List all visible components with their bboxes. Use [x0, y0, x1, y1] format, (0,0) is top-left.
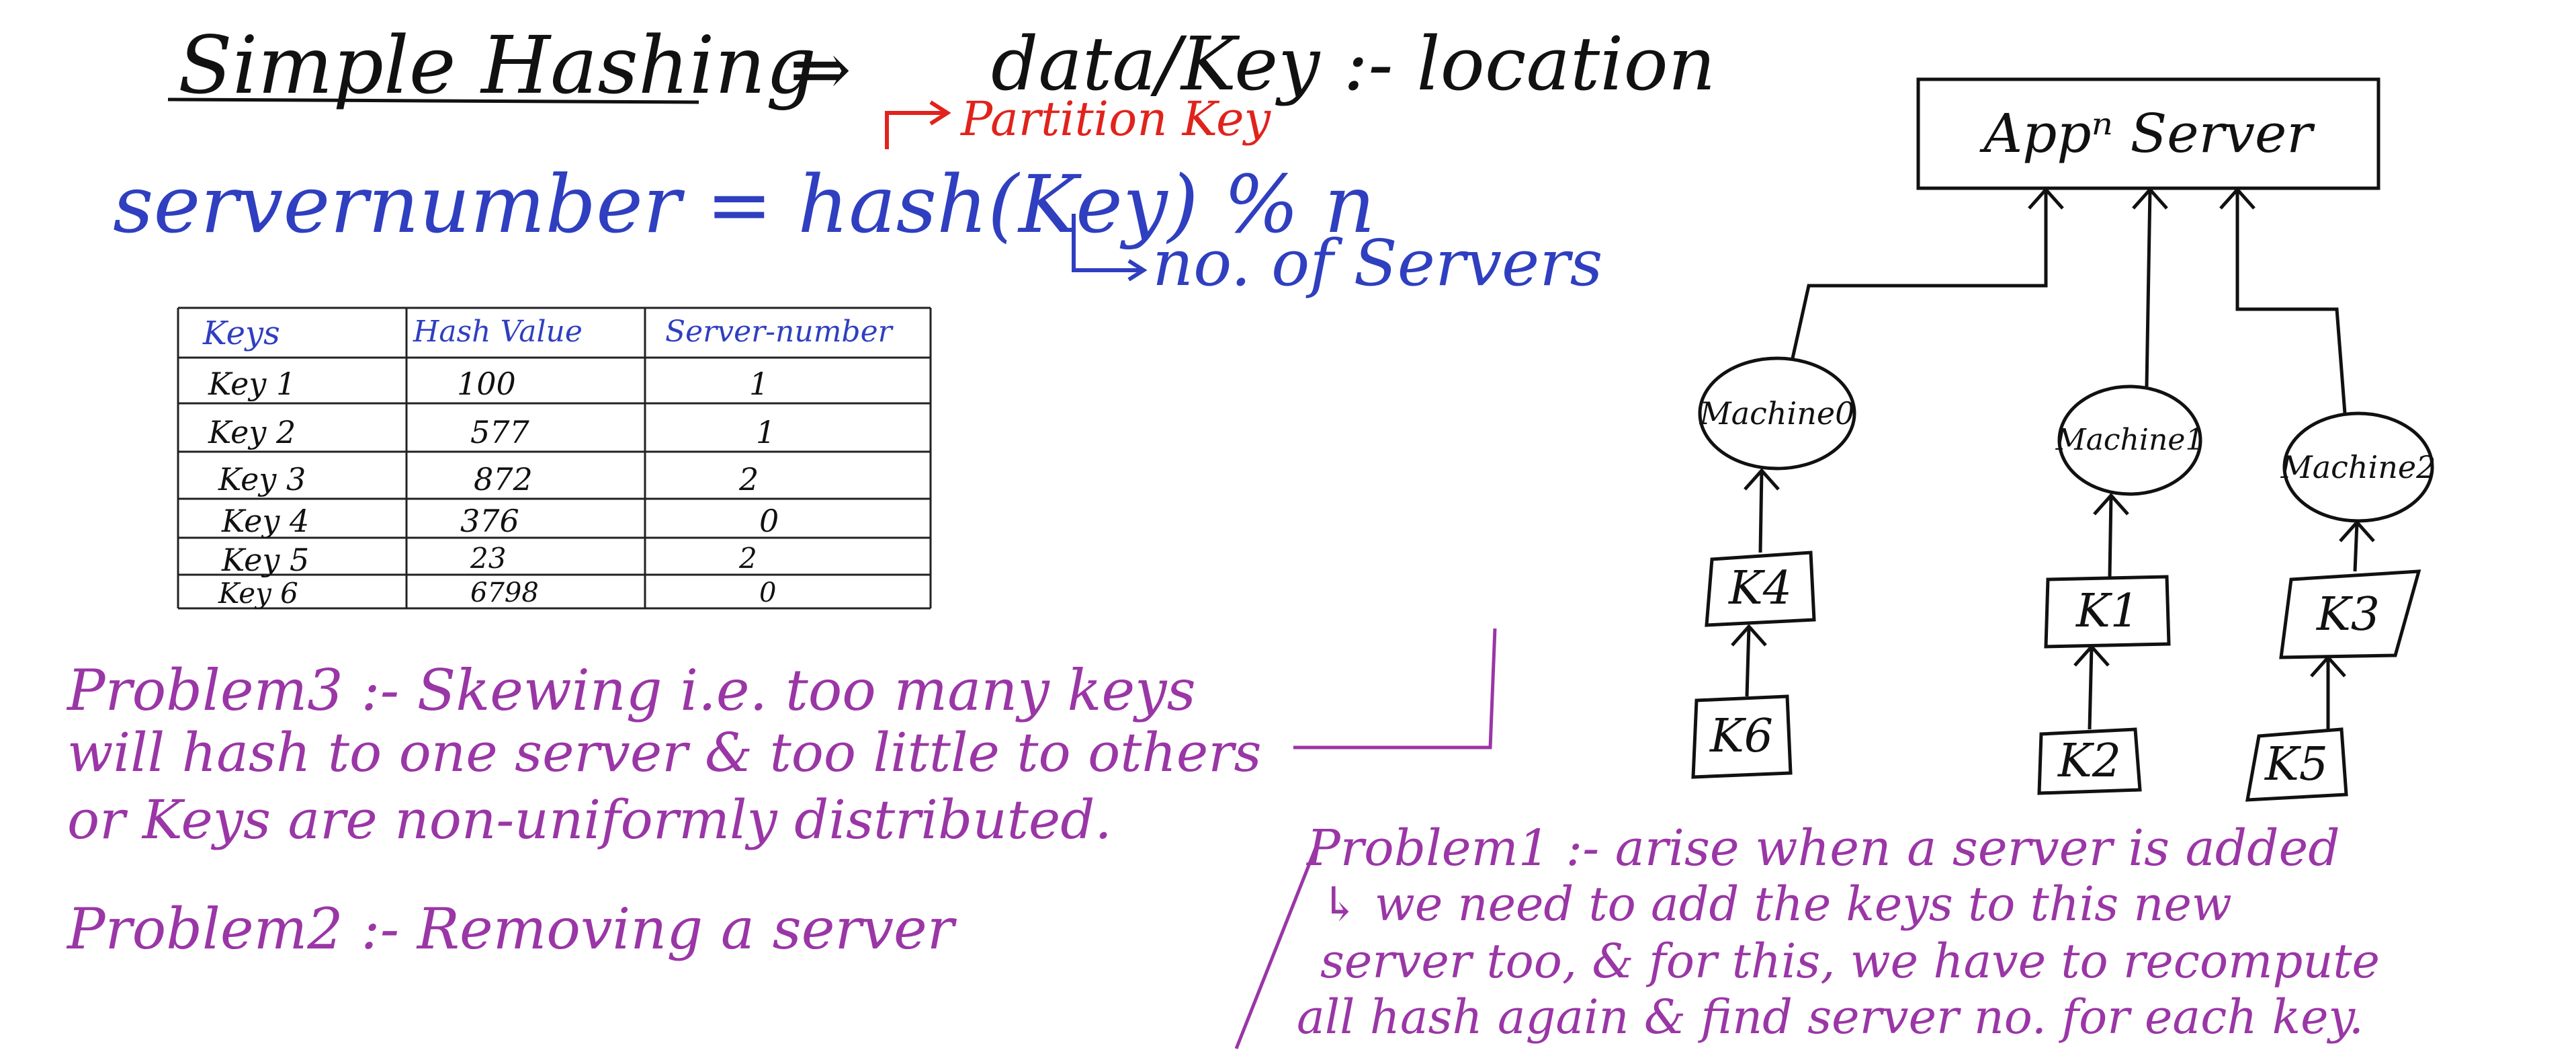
implies-arrow: ⇒	[789, 26, 852, 112]
mapping-text: data/Key :- location	[991, 21, 1716, 107]
table-cell-key: Key 1	[208, 366, 296, 402]
n-note: no. of Servers	[1152, 227, 1603, 300]
table-header-keys: Keys	[203, 315, 280, 352]
table-header-hash-value: Hash Value	[413, 315, 583, 349]
table-cell-key: Key 3	[218, 461, 306, 497]
partition-key-label: Partition Key	[961, 91, 1271, 147]
key-node: K5	[2264, 738, 2329, 791]
key-node: K1	[2075, 585, 2140, 638]
machine-node: Machine1	[2055, 423, 2204, 457]
table-cell-hash: 6798	[470, 577, 539, 608]
title: Simple Hashing	[178, 19, 817, 112]
table-cell-key: Key 5	[222, 542, 310, 578]
problem1-line3: server too, & for this, we have to recom…	[1320, 934, 2380, 989]
problem3-line3: or Keys are non-uniformly distributed.	[67, 788, 1112, 851]
table-cell-key: Key 4	[222, 503, 310, 539]
problem1-line4: all hash again & find server no. for eac…	[1297, 989, 2364, 1045]
key-node: K3	[2316, 588, 2380, 641]
machine-node: Machine2	[2280, 449, 2436, 485]
table-cell-hash: 376	[460, 503, 519, 539]
table-cell-server: 0	[759, 577, 777, 608]
problem3-line2: will hash to one server & too little to …	[67, 721, 1262, 784]
machine-node: Machine0	[1699, 395, 1855, 432]
key-node: K6	[1709, 710, 1774, 763]
table-cell-server: 0	[759, 503, 779, 539]
table-header-server-number: Server-number	[665, 315, 892, 349]
table-cell-hash: 100	[457, 366, 516, 402]
table-cell-hash: 23	[470, 542, 507, 575]
table-cell-server: 1	[749, 366, 769, 402]
problem3-line1: Problem3 :- Skewing i.e. too many keys	[67, 657, 1196, 723]
table-cell-server: 1	[756, 414, 776, 450]
table-cell-server: 2	[739, 461, 759, 497]
diagram-strokes	[1691, 77, 2434, 802]
problem2: Problem2 :- Removing a server	[67, 896, 954, 962]
table-cell-hash: 872	[474, 461, 533, 497]
table-cell-key: Key 2	[208, 414, 296, 450]
key-node: K2	[2057, 735, 2122, 788]
table-cell-key: Key 6	[218, 577, 298, 610]
table-cell-server: 2	[739, 542, 757, 575]
problem1-line2: ↳ we need to add the keys to this new	[1320, 877, 2232, 932]
app-server-label: Appⁿ Server	[1983, 102, 2313, 165]
problem1-line1: Problem1 :- arise when a server is added	[1307, 819, 2340, 877]
hash-table-grid	[177, 307, 932, 610]
formula: servernumber = hash(Key) % n	[113, 158, 1375, 251]
table-cell-hash: 577	[470, 414, 529, 450]
key-node: K4	[1728, 562, 1793, 615]
